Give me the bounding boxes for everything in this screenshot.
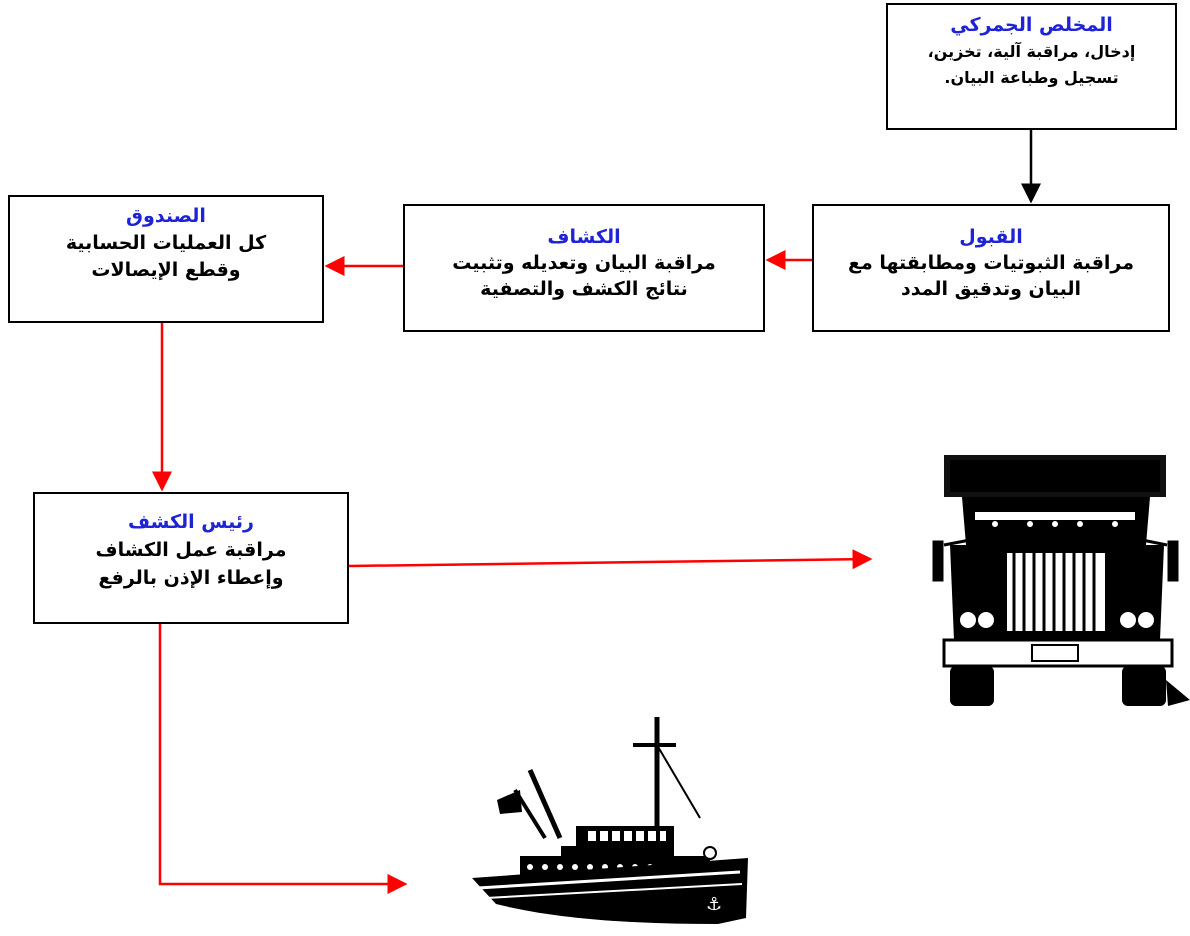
customs-broker-line1: إدخال، مراقبة آلية، تخزين، — [927, 42, 1136, 61]
arrow-chief-to-ship — [158, 624, 408, 894]
acceptance-line2: البيان وتدقيق المدد — [900, 278, 1082, 300]
chief-inspector-box: رئيس الكشف مراقبة عمل الكشاف وإعطاء الإذ… — [33, 492, 349, 624]
chief-inspector-line2: وإعطاء الإذن بالرفع — [98, 567, 284, 589]
treasury-box: الصندوق كل العمليات الحسابية وقطع الإيصا… — [8, 195, 324, 323]
inspector-title: الكشاف — [547, 226, 621, 248]
treasury-title: الصندوق — [126, 205, 206, 227]
chief-inspector-title: رئيس الكشف — [128, 511, 254, 533]
acceptance-line1: مراقبة الثبوتيات ومطابقتها مع — [847, 252, 1135, 274]
customs-broker-title: المخلص الجمركي — [950, 14, 1113, 36]
chief-inspector-line1: مراقبة عمل الكشاف — [95, 539, 287, 561]
treasury-line1: كل العمليات الحسابية — [65, 232, 267, 254]
customs-broker-line2: تسجيل وطباعة البيان. — [944, 68, 1119, 87]
arrow-chief-to-truck — [348, 549, 873, 570]
inspector-box: الكشاف مراقبة البيان وتعديله وتثبيت نتائ… — [403, 204, 765, 332]
treasury-line2: وقطع الإيصالات — [91, 259, 241, 281]
customs-broker-box: المخلص الجمركي إدخال، مراقبة آلية، تخزين… — [886, 3, 1177, 130]
ship-illustration: ⚓ — [472, 717, 748, 924]
inspector-line1: مراقبة البيان وتعديله وتثبيت — [452, 252, 716, 274]
inspector-line2: نتائج الكشف والتصفية — [480, 278, 688, 300]
acceptance-title: القبول — [959, 226, 1023, 248]
svg-text:⚓: ⚓ — [706, 894, 722, 915]
acceptance-box: القبول مراقبة الثبوتيات ومطابقتها مع الب… — [812, 204, 1170, 332]
truck-illustration — [931, 455, 1190, 706]
